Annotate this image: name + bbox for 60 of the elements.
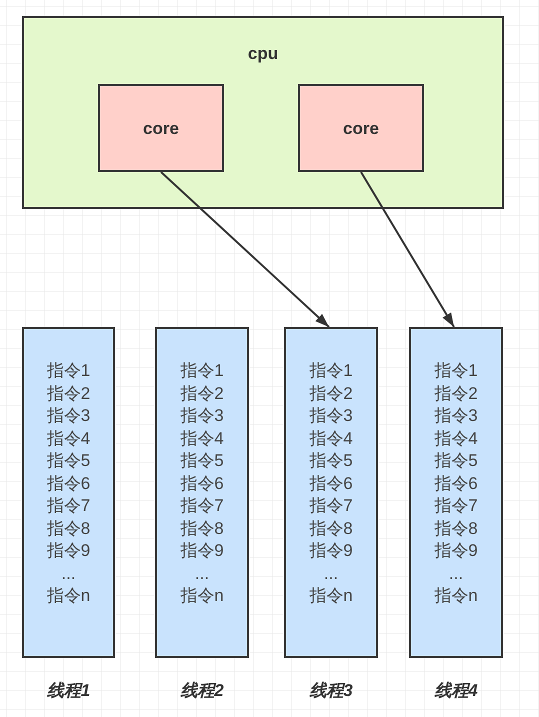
instruction-text: 指令6	[309, 472, 353, 494]
box-label: core	[343, 118, 379, 138]
core-box	[298, 84, 424, 172]
instruction-text: 指令5	[309, 450, 353, 472]
instruction-text: 指令8	[434, 518, 478, 540]
instruction-text: 指令3	[46, 405, 90, 427]
instruction-text: 指令2	[434, 382, 478, 404]
thread-label: 线程4	[434, 681, 478, 701]
instruction-text: 指令8	[180, 518, 224, 540]
instruction-text: 指令9	[309, 540, 353, 562]
instruction-text: 指令8	[46, 518, 90, 540]
instruction-text: 指令2	[180, 382, 224, 404]
instruction-text: 指令9	[46, 540, 90, 562]
ellipsis-text: ...	[448, 562, 464, 584]
instruction-text: 指令7	[180, 495, 224, 517]
thread-label: 线程2	[180, 681, 224, 701]
instruction-text: 指令n	[46, 585, 90, 607]
instruction-text: 指令7	[434, 495, 478, 517]
core-box	[98, 84, 224, 172]
ellipsis-text: ...	[324, 562, 338, 584]
box-title: cpu	[248, 44, 278, 63]
instruction-text: 指令5	[434, 450, 478, 472]
instruction-text: 指令1	[434, 360, 478, 382]
thread-label: 线程3	[309, 681, 353, 701]
instruction-text: 指令2	[309, 382, 353, 404]
instruction-text: 指令1	[46, 360, 90, 382]
instruction-text: 指令2	[46, 382, 90, 404]
instruction-text: 指令6	[434, 472, 478, 494]
instruction-text: 指令5	[46, 450, 90, 472]
thread-box	[22, 327, 115, 658]
ellipsis-text: ...	[194, 562, 210, 584]
instruction-text: 指令5	[180, 450, 224, 472]
instruction-text: 指令3	[309, 405, 353, 427]
instruction-text: 指令6	[46, 472, 90, 494]
instruction-text: 指令6	[180, 472, 224, 494]
instruction-text: 指令n	[309, 585, 353, 607]
arrow	[160, 171, 330, 328]
instruction-text: 指令n	[434, 585, 478, 607]
instruction-text: 指令4	[46, 428, 90, 450]
instruction-text: 指令1	[309, 360, 353, 382]
instruction-text: 指令3	[434, 405, 478, 427]
instruction-text: 指令4	[434, 428, 478, 450]
instruction-text: 指令n	[180, 585, 224, 607]
ellipsis-text: ...	[61, 562, 76, 584]
box-label: core	[143, 118, 179, 138]
instruction-text: 指令4	[180, 428, 224, 450]
instruction-text: 指令7	[309, 495, 353, 517]
arrow	[360, 171, 455, 328]
instruction-text: 指令7	[46, 495, 90, 517]
thread-box	[155, 327, 249, 658]
cpu-box	[22, 16, 504, 209]
instruction-text: 指令3	[180, 405, 224, 427]
instruction-text: 指令4	[309, 428, 353, 450]
thread-box	[284, 327, 378, 658]
thread-box	[409, 327, 503, 658]
instruction-text: 指令1	[180, 360, 224, 382]
instruction-text: 指令9	[434, 540, 478, 562]
thread-label: 线程1	[46, 681, 90, 701]
instruction-text: 指令9	[180, 540, 224, 562]
instruction-text: 指令8	[309, 518, 353, 540]
